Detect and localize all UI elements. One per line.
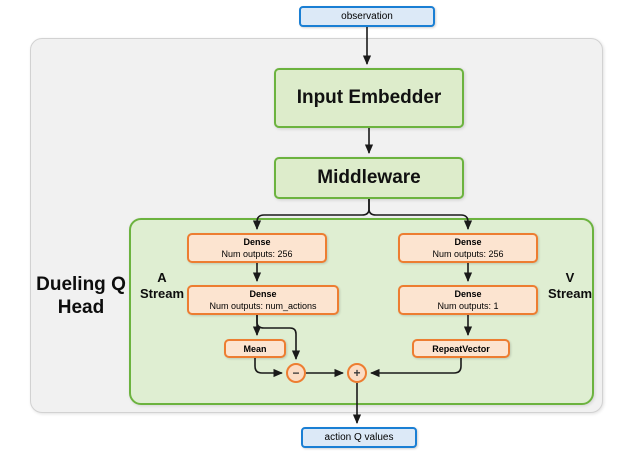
layer-title: RepeatVector	[432, 343, 490, 354]
layer-title: Dense	[454, 289, 482, 299]
a-stream-dense-num-actions-node[interactable]: Dense Num outputs: num_actions	[187, 285, 339, 315]
add-operator-icon[interactable]: +	[347, 363, 367, 383]
a-stream-label: A Stream	[139, 270, 185, 301]
a-stream-dense-256-node[interactable]: Dense Num outputs: 256	[187, 233, 327, 263]
layer-subtitle: Num outputs: num_actions	[209, 301, 317, 311]
dueling-q-head-label: Dueling Q Head	[36, 274, 126, 318]
layer-subtitle: Num outputs: 256	[432, 249, 504, 259]
v-stream-dense-256-node[interactable]: Dense Num outputs: 256	[398, 233, 538, 263]
layer-title: Dense	[249, 289, 277, 299]
layer-title: Mean	[243, 343, 267, 354]
mean-node[interactable]: Mean	[224, 339, 286, 358]
observation-node[interactable]: observation	[299, 6, 435, 27]
repeat-vector-node[interactable]: RepeatVector	[412, 339, 510, 358]
layer-subtitle: Num outputs: 256	[221, 249, 293, 259]
v-stream-dense-1-node[interactable]: Dense Num outputs: 1	[398, 285, 538, 315]
middleware-node[interactable]: Middleware	[274, 157, 464, 199]
subtract-operator-icon[interactable]: −	[286, 363, 306, 383]
layer-title: Dense	[454, 237, 482, 247]
input-embedder-node[interactable]: Input Embedder	[274, 68, 464, 128]
layer-subtitle: Num outputs: 1	[437, 301, 499, 311]
action-q-values-node[interactable]: action Q values	[301, 427, 417, 448]
v-stream-label: V Stream	[547, 270, 593, 301]
layer-title: Dense	[243, 237, 271, 247]
